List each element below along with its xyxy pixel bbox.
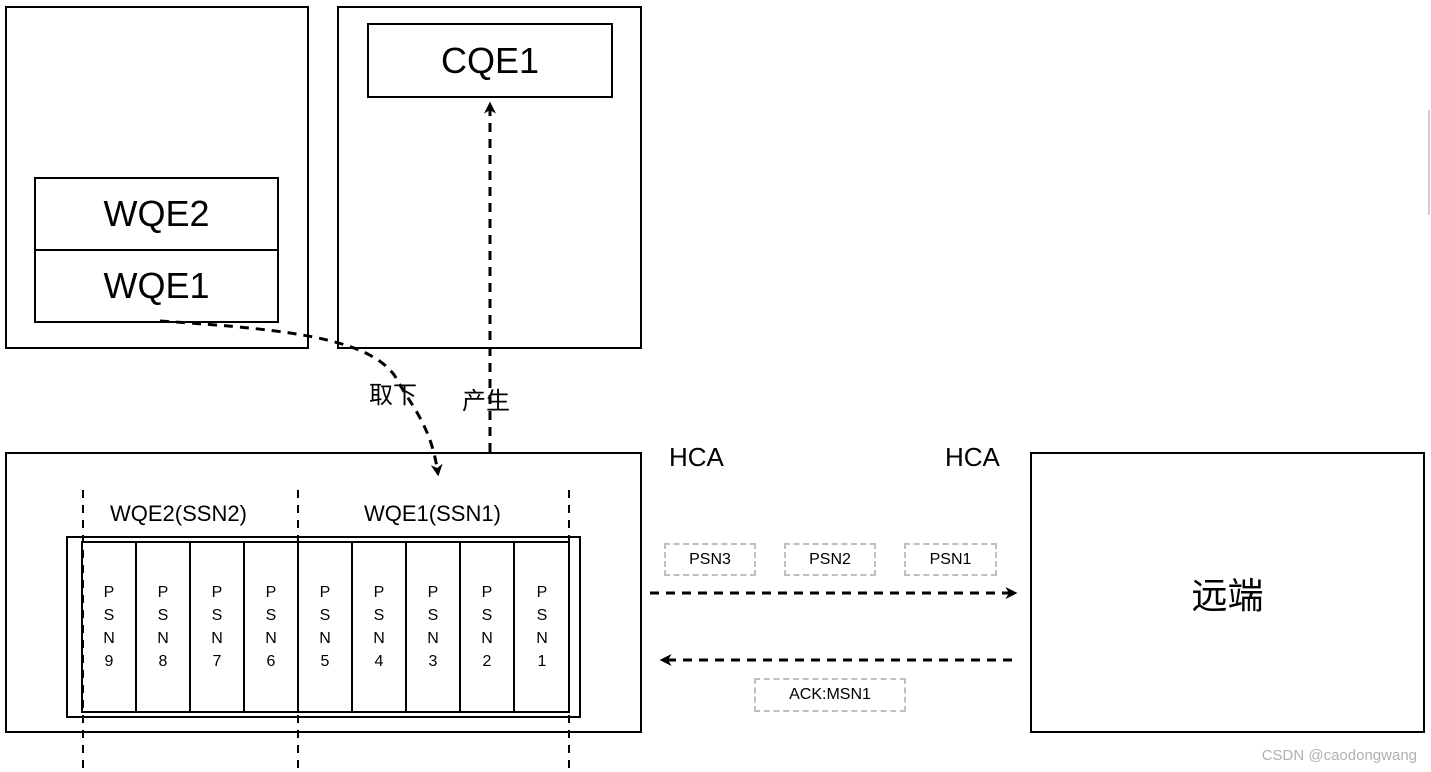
psn-char: P: [265, 584, 277, 601]
fetch-label: 取下: [369, 381, 417, 409]
psn-char: N: [481, 630, 493, 647]
psn-char: 6: [266, 653, 276, 670]
psn-char: N: [211, 630, 223, 647]
psn-char: P: [481, 584, 493, 601]
psn-char: S: [211, 607, 223, 624]
group-label-wqe1: WQE1(SSN1): [364, 501, 501, 526]
psn-char: N: [157, 630, 169, 647]
psn-char: 2: [482, 653, 492, 670]
inflight-psn2: PSN2: [784, 543, 876, 576]
ack-packet: ACK:MSN1: [754, 678, 906, 712]
psn-char: P: [373, 584, 385, 601]
psn-char: 4: [374, 653, 384, 670]
psn-char: S: [319, 607, 331, 624]
psn-char: P: [319, 584, 331, 601]
wqe1-entry: WQE1: [34, 249, 279, 323]
psn-char: P: [211, 584, 223, 601]
psn-char: 1: [537, 653, 547, 670]
hca-label-remote: HCA: [945, 442, 1000, 472]
wqe2-entry: WQE2: [34, 177, 279, 251]
inflight-psn1: PSN1: [904, 543, 997, 576]
psn-char: 7: [212, 653, 222, 670]
psn-char: S: [157, 607, 169, 624]
psn-char: P: [427, 584, 439, 601]
psn-char: S: [265, 607, 277, 624]
psn-char: S: [481, 607, 493, 624]
psn-char: S: [373, 607, 385, 624]
psn-char: N: [103, 630, 115, 647]
psn-char: N: [373, 630, 385, 647]
hca-label-local: HCA: [669, 442, 724, 472]
psn-char: N: [427, 630, 439, 647]
remote-box: 远端: [1030, 452, 1425, 733]
psn-char: 3: [428, 653, 438, 670]
right-edge-line: [1428, 110, 1430, 215]
inflight-psn3: PSN3: [664, 543, 756, 576]
cqe1-entry: CQE1: [367, 23, 613, 98]
psn-char: S: [427, 607, 439, 624]
psn-char: N: [319, 630, 331, 647]
psn-char: P: [536, 584, 548, 601]
group-label-wqe2: WQE2(SSN2): [110, 501, 247, 526]
produce-label: 产生: [462, 387, 510, 415]
psn-char: 8: [158, 653, 168, 670]
psn-char: N: [536, 630, 548, 647]
psn-char: S: [536, 607, 548, 624]
fetch-arrow: [159, 319, 443, 477]
psn-char: P: [157, 584, 169, 601]
psn-char: 9: [104, 653, 114, 670]
psn-char: S: [103, 607, 115, 624]
watermark: CSDN @caodongwang: [1261, 747, 1417, 764]
psn-char: N: [265, 630, 277, 647]
psn-char: 5: [320, 653, 330, 670]
psn-char: P: [103, 584, 115, 601]
